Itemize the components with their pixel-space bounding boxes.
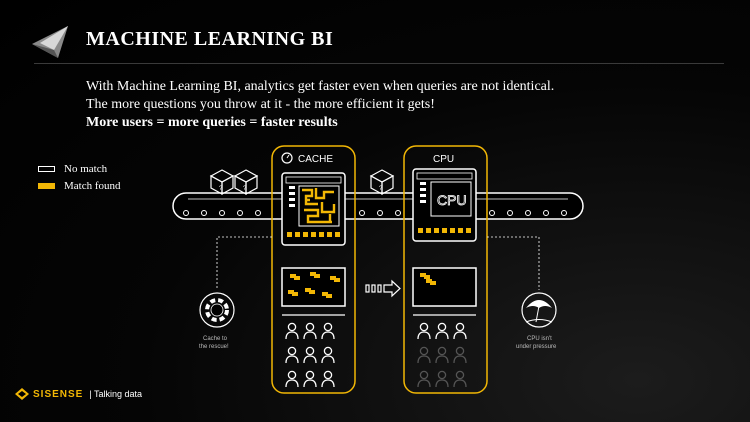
legend-label-match-found: Match found	[64, 179, 121, 192]
legend-swatch-no-match	[38, 165, 55, 172]
svg-text:?: ?	[243, 186, 247, 192]
cache-caption-line-2: the rescue!	[199, 344, 229, 350]
legend: No match Match found	[38, 160, 121, 194]
footer-tagline: | Talking data	[89, 389, 143, 399]
cpu-users	[417, 322, 467, 388]
cpu-panel: CPU CPU	[403, 145, 488, 394]
intro-line-1: With Machine Learning BI, analytics get …	[86, 79, 555, 94]
dashed-connectors	[216, 236, 540, 290]
cache-panel: CACHE	[271, 145, 356, 394]
footer: SISENSE | Talking data	[15, 388, 142, 400]
cache-caption-line-1: Cache to	[203, 336, 228, 342]
title-divider	[34, 63, 724, 64]
beach-umbrella-icon	[521, 292, 557, 328]
cache-users	[285, 322, 335, 388]
intro-line-3: More users = more queries = faster resul…	[86, 115, 338, 130]
svg-text:?: ?	[379, 186, 383, 192]
legend-swatch-match-found	[38, 182, 55, 189]
lifebuoy-icon	[199, 292, 235, 328]
cache-label: CACHE	[298, 154, 333, 165]
conveyor-belt	[172, 192, 584, 220]
stopwatch-icon	[281, 152, 293, 164]
flow-arrow-icon	[365, 279, 401, 298]
query-cubes: ???	[210, 169, 394, 195]
sisense-footer-logo-icon	[15, 388, 29, 400]
svg-text:?: ?	[219, 186, 223, 192]
intro-text: With Machine Learning BI, analytics get …	[86, 78, 554, 132]
cpu-caption-line-2: under pressure	[516, 344, 557, 350]
legend-item-no-match: No match	[38, 160, 121, 177]
intro-line-2: The more questions you throw at it - the…	[86, 97, 435, 112]
cpu-chip-text: CPU	[437, 192, 467, 208]
legend-label-no-match: No match	[64, 162, 108, 175]
slide-title: MACHINE LEARNING BI	[86, 28, 334, 50]
cache-maze-icon	[302, 188, 336, 224]
footer-brand: SISENSE	[33, 388, 84, 400]
legend-item-match-found: Match found	[38, 177, 121, 194]
cpu-label: CPU	[433, 154, 454, 165]
sisense-logo-mark-icon	[32, 26, 68, 58]
cpu-chip-icon	[430, 181, 472, 217]
cpu-caption-line-1: CPU isn't	[527, 336, 552, 342]
